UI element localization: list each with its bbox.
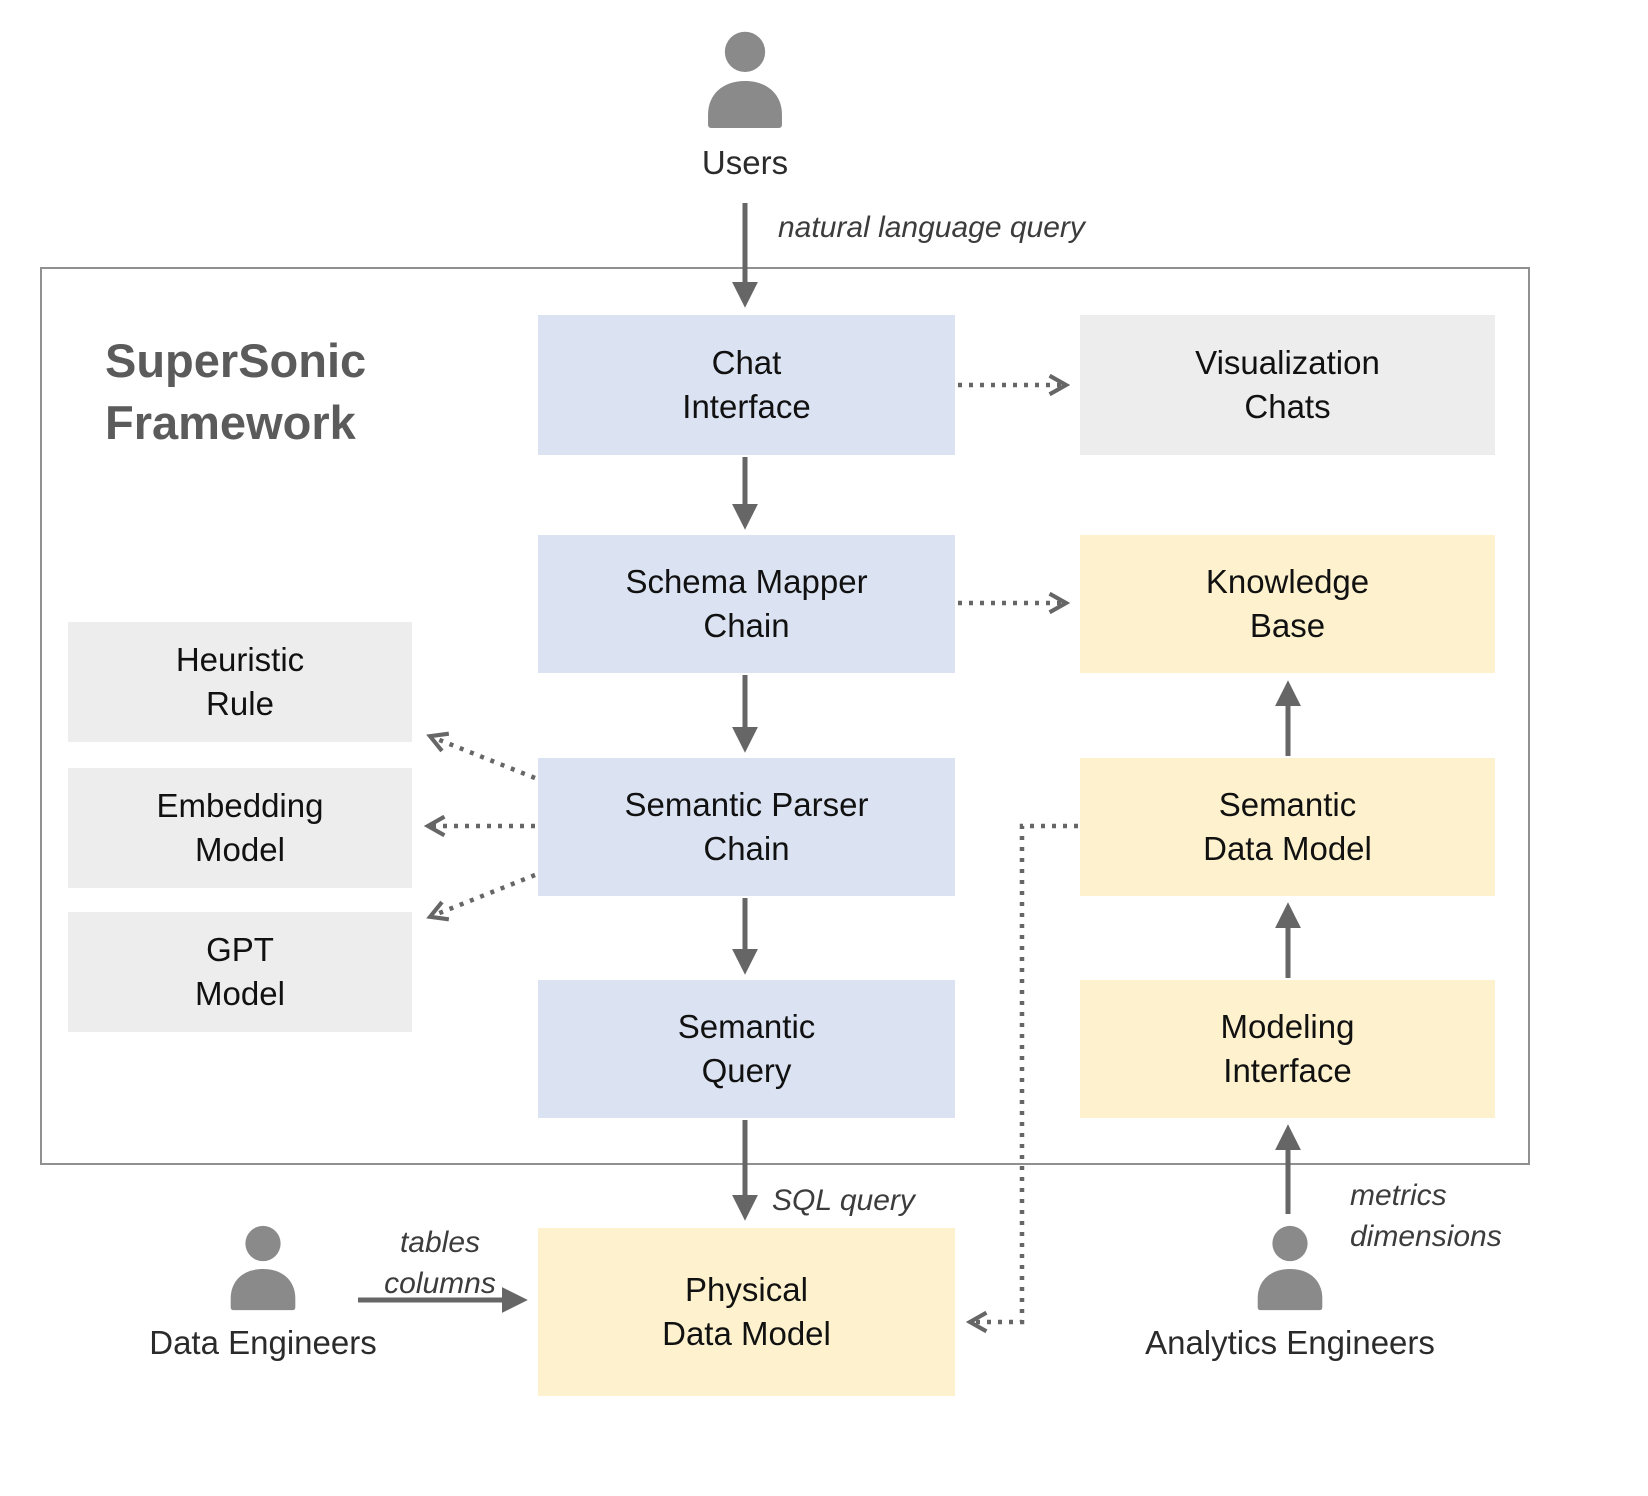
visualization-chats-label: Visualization Chats xyxy=(1195,343,1380,425)
gpt-model-label: GPT Model xyxy=(195,930,285,1012)
knowledge-base-label: Knowledge Base xyxy=(1205,562,1370,644)
framework-boundary xyxy=(40,267,1530,1165)
user-icon xyxy=(708,31,782,129)
node-schema-mapper-chain: Schema Mapper Chain xyxy=(538,535,955,673)
actor-data-engineers: Data Engineers xyxy=(148,1222,378,1362)
modeling-interface-label: Modeling Interface xyxy=(1220,1007,1355,1089)
semantic-parser-chain-label: Semantic Parser Chain xyxy=(624,785,869,867)
chat-interface-label: Chat Interface xyxy=(682,343,811,425)
node-physical-data-model: Physical Data Model xyxy=(538,1228,955,1396)
node-gpt-model: GPT Model xyxy=(68,912,412,1032)
schema-mapper-chain-label: Schema Mapper Chain xyxy=(625,562,868,644)
node-chat-interface: Chat Interface xyxy=(538,315,955,455)
node-semantic-parser-chain: Semantic Parser Chain xyxy=(538,758,955,896)
framework-title: SuperSonic Framework xyxy=(105,334,367,450)
physical-data-model-label: Physical Data Model xyxy=(662,1270,831,1352)
node-visualization-chats: Visualization Chats xyxy=(1080,315,1495,455)
node-heuristic-rule: Heuristic Rule xyxy=(68,622,412,742)
edge-label-metrics-dimensions: metrics dimensions xyxy=(1350,1179,1502,1254)
data-engineers-label: Data Engineers xyxy=(149,1324,377,1361)
node-embedding-model: Embedding Model xyxy=(68,768,412,888)
users-label: Users xyxy=(701,144,789,181)
node-modeling-interface: Modeling Interface xyxy=(1080,980,1495,1118)
analytics-engineers-icon xyxy=(1257,1225,1323,1311)
node-semantic-data-model: Semantic Data Model xyxy=(1080,758,1495,896)
edge-label-natural-language-query: natural language query xyxy=(778,211,1085,244)
edge-label-tables-columns: tables columns xyxy=(384,1226,496,1301)
heuristic-rule-label: Heuristic Rule xyxy=(175,640,305,722)
node-knowledge-base: Knowledge Base xyxy=(1080,535,1495,673)
analytics-engineers-label: Analytics Engineers xyxy=(1145,1324,1435,1361)
semantic-query-label: Semantic Query xyxy=(677,1007,816,1089)
semantic-data-model-label: Semantic Data Model xyxy=(1203,785,1372,867)
data-engineers-icon xyxy=(230,1225,296,1311)
edge-label-sql-query: SQL query xyxy=(772,1184,915,1217)
actor-analytics-engineers: Analytics Engineers xyxy=(1140,1222,1440,1362)
embedding-model-label: Embedding Model xyxy=(156,786,324,868)
actor-users: Users xyxy=(655,26,835,182)
node-semantic-query: Semantic Query xyxy=(538,980,955,1118)
